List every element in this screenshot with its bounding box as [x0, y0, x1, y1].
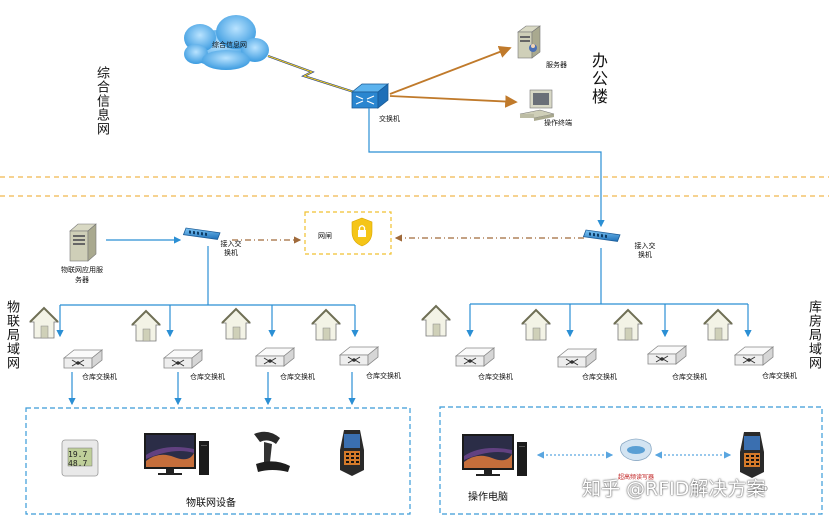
warehouse-house-icon — [29, 307, 59, 339]
warehouse-house-icon — [221, 308, 251, 340]
warehouse-switch-label: 仓库交换机 — [366, 372, 401, 380]
access-switch-right-label: 接入交换机 — [634, 242, 656, 259]
access-switch-right-icon — [582, 229, 621, 243]
warehouse-switch-label: 仓库交换机 — [762, 372, 797, 380]
operation-pc-label: 操作电脑 — [468, 492, 508, 503]
lock-shield-icon — [351, 217, 373, 247]
warehouse-switch-label: 仓库交换机 — [672, 373, 707, 381]
cloud-icon — [184, 15, 269, 70]
warehouse-switch-icon — [163, 349, 203, 369]
warehouse-switch-icon — [63, 349, 103, 369]
wan-link-icon — [267, 54, 355, 94]
warehouse-house-icon — [421, 305, 451, 337]
server-label: 服务器 — [546, 61, 567, 69]
gateway-label: 网闸 — [318, 232, 332, 240]
temperature-humidity-sensor-icon — [61, 439, 99, 477]
terminal-icon — [519, 89, 555, 121]
uhf-reader-label: 超高频读写器 — [618, 474, 655, 481]
warehouse-lan-links — [466, 248, 752, 338]
warehouse-house-icon — [131, 310, 161, 342]
warehouse-switch-icon — [455, 347, 495, 367]
wan-link-highlight — [267, 55, 355, 93]
terminal-label: 操作终端 — [544, 119, 572, 127]
warehouse-lan-label: 库房局域网 — [806, 300, 821, 370]
warehouse-switch-label: 仓库交换机 — [478, 373, 513, 381]
iot-server-icon — [69, 223, 97, 262]
warehouse-switch-icon — [647, 345, 687, 365]
office-building-label: 办公楼 — [589, 52, 608, 106]
operation-pc-icon — [462, 434, 527, 476]
link-to-terminal — [389, 95, 518, 108]
warehouse-switch-label: 仓库交换机 — [280, 373, 315, 381]
iot-lan-label: 物联局域网 — [4, 300, 19, 370]
warehouse-switch-icon — [734, 346, 774, 366]
handheld-reader-icon — [340, 430, 364, 476]
warehouse-switch-label: 仓库交换机 — [582, 373, 617, 381]
warehouse-house-icon — [521, 309, 551, 341]
link-to-server — [389, 45, 512, 95]
iot-server-label: 物联网应用服务器 — [61, 266, 103, 284]
sensor-reading-top: 19.7 — [68, 450, 88, 459]
core-switch-label: 交换机 — [379, 115, 400, 123]
handheld-rfid-label: RFID — [752, 486, 768, 493]
server-icon — [517, 25, 541, 59]
barcode-scanner-icon — [254, 431, 290, 472]
warehouse-house-icon — [311, 309, 341, 341]
iot-devices-box — [25, 407, 411, 515]
warehouse-house-icon — [613, 309, 643, 341]
cloud-label: 综合信息网 — [212, 41, 247, 49]
core-switch-icon — [350, 83, 390, 109]
access-switch-left-label: 接入交换机 — [220, 240, 242, 257]
gateway-box — [304, 211, 392, 255]
warehouse-house-icon — [703, 309, 733, 341]
warehouse-switch-label: 仓库交换机 — [190, 373, 225, 381]
warehouse-devices-box — [439, 406, 823, 515]
iot-lan-links — [56, 246, 359, 406]
access-switch-left-icon — [182, 227, 221, 241]
watermark: 知乎 @RFID解决方案 — [582, 478, 766, 500]
uplink-core-to-access — [368, 108, 605, 228]
warehouse-switch-label: 仓库交换机 — [82, 373, 117, 381]
sensor-reading-bottom: 48.7 — [68, 459, 88, 468]
iot-devices-label: 物联网设备 — [186, 498, 236, 509]
computer-icon — [144, 433, 209, 475]
handheld-reader-icon — [740, 432, 764, 478]
warehouse-switch-icon — [255, 347, 295, 367]
warehouse-switch-icon — [557, 348, 597, 368]
warehouse-switch-icon — [339, 346, 379, 366]
info-net-label: 综合信息网 — [94, 66, 109, 136]
uhf-reader-icon — [620, 438, 652, 461]
